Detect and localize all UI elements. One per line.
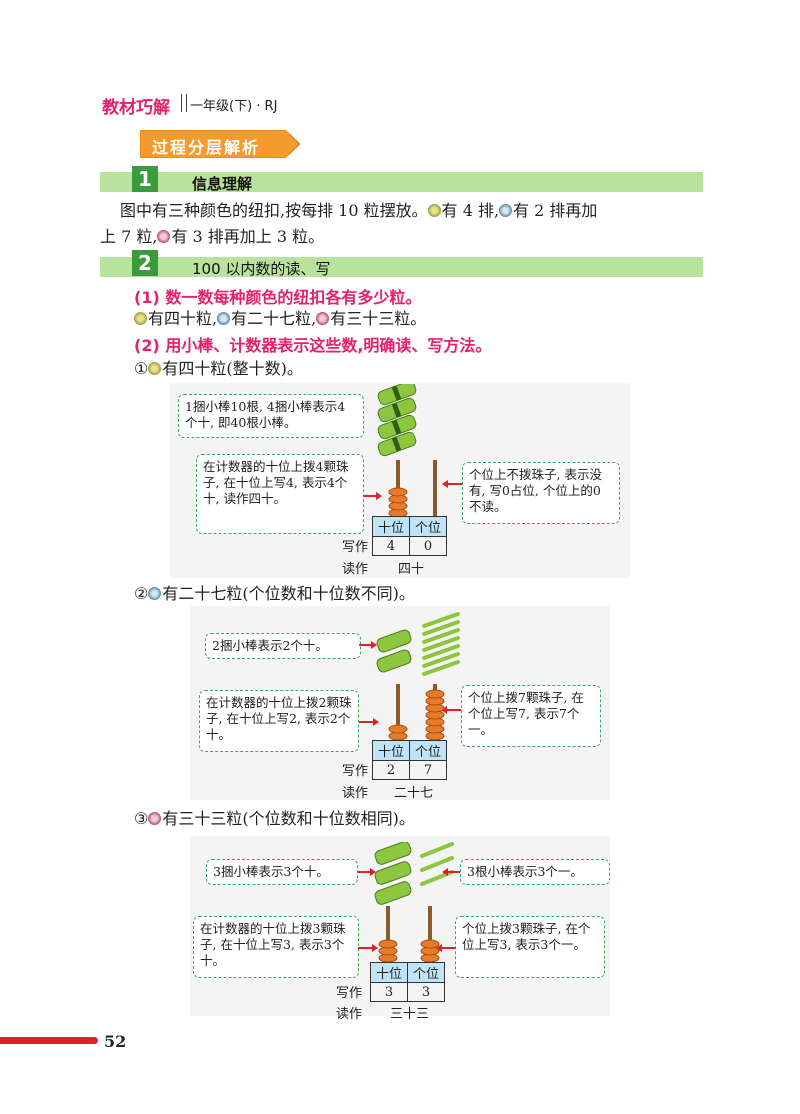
coin-pink-icon [148,812,162,825]
read-value: 三十三 [390,1007,430,1022]
example3-note-bundles: 3捆小棒表示3个十。 [206,859,358,885]
question-1: (1) 数一数每种颜色的纽扣各有多少粒。 [134,288,422,307]
example3-caption: ③ 有三十三粒(个位数和十位数相同)。 [134,806,415,832]
answer-1: 有四十粒, 有二十七粒, 有三十三粒。 [134,306,426,332]
a1-blue: 有二十七粒, [231,309,317,328]
a1-pink: 有三十三粒。 [330,309,427,328]
question-2: (2) 用小棒、计数器表示这些数,明确读、写方法。 [134,336,492,355]
example1-caption-text: 有四十粒(整十数)。 [162,359,303,378]
digit-ones: 0 [409,536,447,556]
example1-note-bundles: 1捆小棒10根, 4捆小棒表示4个十, 即40根小棒。 [178,394,364,438]
read-value: 二十七 [394,786,434,801]
stick-bundles-40-icon [377,384,417,457]
col-ones: 个位 [409,740,447,761]
write-label: 写作 [342,764,369,779]
coin-pink-icon [316,312,330,325]
read-value: 四十 [398,562,425,577]
coin-pink-icon [157,230,171,243]
counter-abacus-33 [378,906,440,962]
coin-yellow-icon [427,204,441,217]
coin-blue-icon [217,312,231,325]
stick-bundles-30-icon [374,842,412,905]
a1-yellow: 有四十粒, [148,309,218,328]
example1-note-tens: 在计数器的十位上拨4颗珠子, 在十位上写4, 表示4个十, 读作四十。 [196,454,364,534]
single-sticks-7-icon [422,612,460,676]
section2-title: 100 以内数的读、写 [192,260,331,278]
s1-text-c: 有 2 排再加 [513,201,598,220]
s1-text-e: 有 3 排再加上 3 粒。 [171,227,325,246]
digit-ones: 3 [407,982,445,1002]
s1-text-a: 图中有三种颜色的纽扣,按每排 10 粒摆放。 [120,201,428,220]
example3-note-ones: 个位上拨3颗珠子, 在个位上写3, 表示3个一。 [455,916,605,978]
header-divider [181,94,187,112]
section2-band [100,257,703,277]
write-label: 写作 [342,540,369,555]
coin-yellow-icon [134,312,147,325]
col-ones: 个位 [409,516,447,537]
s1-text-d: 上 7 粒, [100,227,158,246]
counter-abacus-40 [388,460,437,516]
digit-tens: 2 [372,760,410,780]
banner-title: 过程分层解析 [152,138,261,157]
example1-marker: ① [134,359,149,378]
page-bar [0,1037,98,1044]
example3-note-tens: 在计数器的十位上拨3颗珠子, 在十位上写3, 表示3个十。 [193,916,359,978]
col-tens: 十位 [372,740,410,761]
section2-number: 2 [132,250,158,276]
example1-arrows [364,480,462,500]
col-ones: 个位 [407,962,445,983]
banner-arrow [140,130,300,158]
example2-caption-text: 有二十七粒(个位数和十位数不同)。 [162,584,415,603]
read-label: 读作 [342,786,369,801]
example3-arrows [358,868,460,952]
example2-caption: ② 有二十七粒(个位数和十位数不同)。 [134,581,415,607]
write-label: 写作 [336,986,363,1001]
col-tens: 十位 [370,962,408,983]
section1-title: 信息理解 [192,175,253,193]
digit-tens: 3 [370,982,408,1002]
section1-text-line2: 上 7 粒, 有 3 排再加上 3 粒。 [100,224,700,250]
example2-note-ones: 个位上拨7颗珠子, 在个位上写7, 表示7个一。 [461,685,601,747]
read-label: 读作 [336,1007,363,1022]
example3-marker: ③ [134,809,149,828]
example3-note-sticks: 3根小棒表示3个一。 [460,859,610,885]
example3-caption-text: 有三十三粒(个位数和十位数相同)。 [162,809,415,828]
header-brand: 教材巧解 [102,98,170,118]
example1-note-ones: 个位上不拨珠子, 表示没有, 写0占位, 个位上的0不读。 [462,462,620,524]
example2-marker: ② [134,584,149,603]
s1-text-b: 有 4 排, [441,201,500,220]
col-tens: 十位 [372,516,410,537]
digit-tens: 4 [372,536,410,556]
coin-blue-icon [499,204,513,217]
example2-note-bundles: 2捆小棒表示2个十。 [205,633,361,659]
section1-number: 1 [132,166,158,192]
section1-band [100,172,703,192]
page-number: 52 [104,1032,127,1051]
example1-caption: ① 有四十粒(整十数)。 [134,356,303,382]
coin-yellow-icon [148,362,162,375]
digit-ones: 7 [409,760,447,780]
example2-arrows [359,641,461,726]
section1-text: 图中有三种颜色的纽扣,按每排 10 粒摆放。有 4 排, 有 2 排再加 [120,198,710,224]
read-label: 读作 [342,562,369,577]
coin-blue-icon [148,587,162,600]
stick-bundles-20-icon [376,629,412,673]
header-subtitle: 一年级(下) · RJ [190,99,278,114]
counter-abacus-27 [388,684,445,740]
example2-note-tens: 在计数器的十位上拨2颗珠子, 在十位上写2, 表示2个十。 [199,690,359,752]
